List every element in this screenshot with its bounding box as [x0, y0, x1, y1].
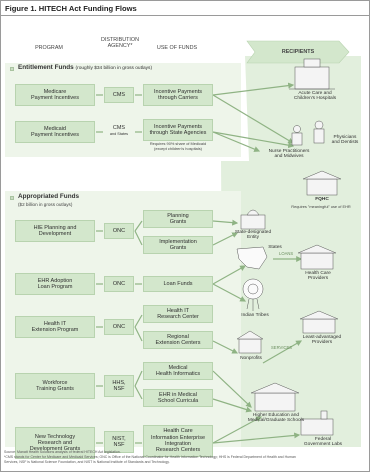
- flow-label-loans: LOANS: [279, 251, 294, 256]
- agency-hie: ONC: [104, 223, 134, 239]
- recipient-states: States: [268, 245, 282, 250]
- recipient-state-entity: State-designated Entity: [234, 230, 272, 241]
- program-medicare: Medicare Payment Incentives: [15, 84, 95, 106]
- recipient-nonprofits: Nonprofits: [240, 356, 262, 361]
- agency-workforce: HHS, NSF: [104, 375, 134, 397]
- university-icon: [254, 392, 296, 412]
- use-research-centers: Health Care Information Enterprise Integ…: [143, 425, 213, 457]
- figure-title: Figure 1. HITECH Act Funding Flows: [5, 4, 137, 13]
- recipient-physicians: Physicians and Dentists: [331, 135, 359, 146]
- appropriated-funds-sub: ($2 billion in gross outlays): [18, 202, 73, 207]
- source-note: Source: Manatt Health Solutions analysis…: [4, 450, 121, 454]
- use-medical-informatics: Medical Health Informatics: [143, 362, 213, 380]
- recipient-nurse-practitioners: Nurse Practitioners and Midwives: [268, 149, 310, 160]
- appropriated-bullet: [10, 196, 14, 200]
- entitlement-funds-label: Entitlement Funds (roughly $34 billion i…: [18, 64, 153, 71]
- recipients-area-appropriated: [221, 161, 361, 447]
- program-medicaid: Medicaid Payment Incentives: [15, 121, 95, 143]
- use-loan-funds: Loan Funds: [143, 276, 213, 292]
- agency-extension: ONC: [104, 319, 134, 335]
- federal-lab-icon: [300, 418, 334, 436]
- dreamcatcher-icon: [242, 278, 264, 300]
- capitol-icon: [240, 214, 266, 230]
- fqhc-requirement-note: Requires "meaningful" use of EHR: [291, 204, 351, 209]
- agency-medicaid-sub: and States: [109, 132, 129, 136]
- provider-building-icon: [302, 318, 336, 334]
- header-program: PROGRAM: [35, 45, 63, 51]
- recipient-federal-labs: Federal Government Labs: [303, 437, 343, 448]
- use-state-agencies: Incentive Payments through State Agencie…: [143, 119, 213, 141]
- physician-icon: [314, 120, 324, 130]
- agency-ehr-loan: ONC: [104, 276, 134, 292]
- use-health-it-research-center: Health IT Research Center: [143, 305, 213, 323]
- recipient-acute-care: Acute Care and Children's Hospitals: [293, 91, 337, 102]
- flow-label-services: SERVICES: [271, 345, 293, 350]
- agency-new-tech: NIST, NSF: [104, 431, 134, 453]
- header-use-of-funds: USE OF FUNDS: [156, 45, 198, 51]
- use-implementation-grants: Implementation Grants: [143, 236, 213, 254]
- program-hie-planning: HIE Planning and Development: [15, 220, 95, 242]
- hospital-icon: [294, 66, 330, 90]
- abbreviation-note-2: Services, NSF is National Science Founda…: [4, 460, 170, 464]
- recipient-higher-education: Higher Education and Medical/Graduate Sc…: [247, 413, 305, 424]
- program-workforce-training: Workforce Training Grants: [15, 373, 95, 399]
- entitlement-bullet: [10, 67, 14, 71]
- program-ehr-loan: EHR Adoption Loan Program: [15, 273, 95, 295]
- recipients-header-arrow: [246, 40, 350, 64]
- program-new-technology: New Technology Research and Development …: [15, 427, 95, 459]
- recipient-fqhc: FQHC: [315, 197, 329, 202]
- abbreviation-note-1: *CMS stands for Center for Medicare and …: [4, 455, 296, 459]
- nonprofit-icon: [238, 338, 262, 354]
- use-carriers: Incentive Payments through Carriers: [143, 84, 213, 106]
- recipient-least-advantaged: Least-advantaged Providers: [302, 335, 342, 346]
- agency-medicare: CMS: [104, 87, 134, 103]
- entitlement-funds-sub: (roughly $34 billion in gross outlays): [75, 66, 153, 71]
- clinic-icon: [300, 252, 334, 270]
- appropriated-funds-label: Appropriated Funds: [18, 193, 80, 200]
- medicaid-requirement-note: Requires 90% share of Medicaid (except c…: [149, 141, 207, 151]
- states-map-icon: [236, 246, 268, 270]
- use-planning-grants: Planning Grants: [143, 210, 213, 228]
- use-regional-extension-centers: Regional Extension Centers: [143, 331, 213, 349]
- agency-medicaid: CMS and States: [104, 125, 134, 137]
- fqhc-building-icon: [306, 178, 338, 196]
- header-distribution: DISTRIBUTION AGENCY*: [100, 37, 140, 50]
- recipient-health-care-providers: Health Care Providers: [305, 271, 331, 282]
- header-recipients: RECIPIENTS: [281, 49, 315, 55]
- use-ehr-curricula: EHR in Medical School Curricula: [143, 389, 213, 407]
- program-health-it-extension: Health IT Extension Program: [15, 316, 95, 338]
- recipient-indian-tribes: Indian Tribes: [241, 313, 269, 318]
- title-divider: [1, 15, 369, 16]
